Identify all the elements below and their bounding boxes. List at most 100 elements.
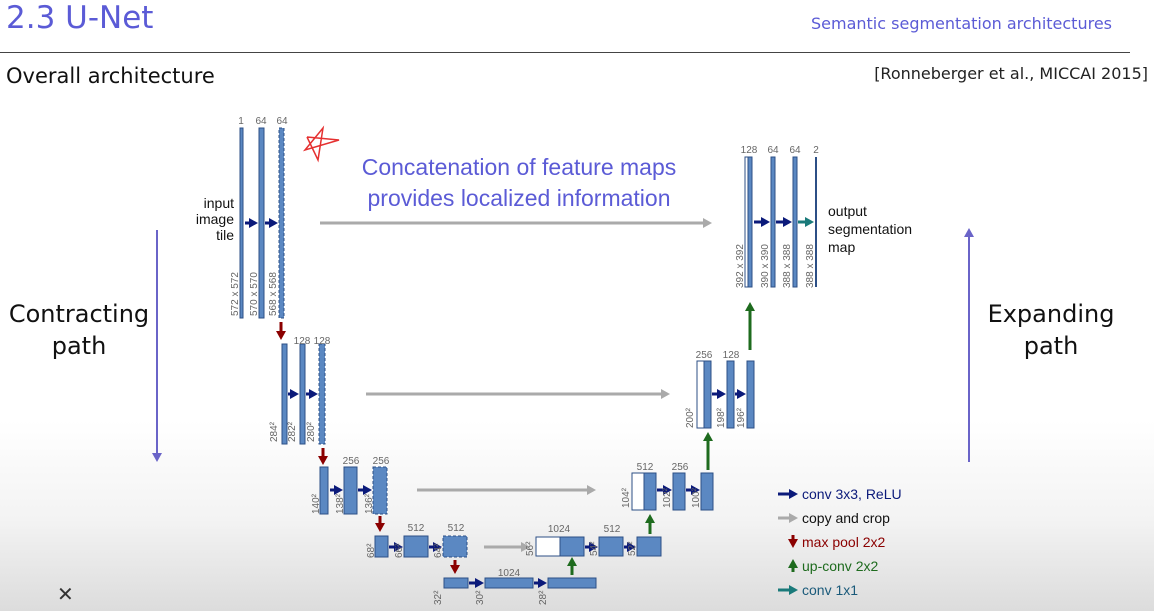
size-label: 200² — [685, 407, 696, 428]
legend-arrow-icon — [789, 513, 798, 523]
size-label: 570 x 570 — [249, 272, 260, 316]
channel-count-label: 64 — [767, 145, 779, 156]
channel-count-label: 512 — [408, 523, 425, 534]
conv-arrow — [538, 578, 547, 588]
conv-arrow — [433, 542, 442, 552]
output-label: output — [828, 203, 867, 219]
input-tile-block — [239, 127, 244, 319]
channel-count-label: 512 — [604, 524, 621, 535]
size-label: 282² — [287, 421, 298, 442]
feature-map-block — [374, 535, 389, 558]
feature-map-block — [403, 535, 429, 558]
upconv-arrow — [703, 432, 713, 441]
size-label: 572 x 572 — [230, 272, 241, 316]
feature-map-block — [700, 472, 714, 511]
conv-arrow — [249, 218, 258, 228]
feature-map-block — [319, 466, 329, 515]
annotation-line: Concatenation of feature maps — [362, 154, 677, 180]
feature-map-block — [636, 536, 662, 557]
size-label: 388 x 388 — [805, 244, 816, 288]
legend-arrow-icon — [789, 585, 798, 595]
channel-count-label: 1024 — [548, 524, 571, 535]
channel-count-label: 512 — [637, 462, 654, 473]
feature-map-block — [792, 156, 798, 288]
contracting-direction-arrow — [152, 453, 162, 462]
maxpool-arrow — [276, 331, 286, 340]
size-label: 102² — [662, 487, 673, 508]
feature-map-block — [643, 472, 657, 511]
upconv-arrow — [645, 514, 655, 523]
copy-arrow — [661, 389, 670, 399]
feature-map-block — [278, 127, 285, 319]
size-label: 138² — [335, 493, 346, 514]
input-label: input — [204, 195, 234, 211]
legend-upconv-icon — [788, 559, 798, 568]
upconv-arrow — [567, 557, 577, 566]
channel-count-label: 256 — [373, 456, 390, 467]
feature-map-block — [770, 156, 776, 288]
size-label: 284² — [269, 421, 280, 442]
size-label: 392 x 392 — [735, 244, 746, 288]
channel-count-label: 64 — [255, 116, 267, 127]
feature-map-block — [343, 466, 358, 515]
feature-map-block — [747, 156, 753, 288]
citation: [Ronneberger et al., MICCAI 2015] — [874, 64, 1148, 83]
cropped-copy-block — [535, 536, 561, 557]
close-button[interactable]: ✕ — [57, 582, 74, 606]
size-label: 30² — [475, 590, 486, 605]
size-label: 198² — [716, 407, 727, 428]
legend-label: conv 3x3, ReLU — [802, 486, 902, 502]
copy-arrow — [521, 542, 530, 552]
upconv-arrow — [745, 302, 755, 311]
conv-arrow — [691, 485, 700, 495]
channel-count-label: 256 — [696, 350, 713, 361]
conv-arrow — [363, 485, 372, 495]
channel-count-label: 128 — [294, 336, 311, 347]
conv1x1-arrow — [805, 217, 814, 227]
feature-map-block — [442, 535, 468, 558]
conv-arrow — [663, 485, 672, 495]
header-divider — [0, 52, 1130, 53]
section-label: Semantic segmentation architectures — [811, 14, 1112, 33]
feature-map-block — [318, 343, 326, 445]
conv-arrow — [309, 389, 318, 399]
conv-arrow — [475, 578, 484, 588]
left-label-line: Contracting — [8, 300, 150, 328]
feature-map-block — [703, 360, 712, 429]
conv-arrow — [269, 218, 278, 228]
cropped-copy-block — [631, 472, 645, 511]
feature-map-block — [559, 536, 585, 557]
conv-arrow — [394, 542, 403, 552]
legend-label: copy and crop — [802, 510, 890, 526]
size-label: 100² — [691, 487, 702, 508]
annotation-line: provides localized information — [368, 185, 671, 211]
size-label: 28² — [538, 590, 549, 605]
channel-count-label: 1 — [238, 116, 244, 127]
size-label: 136² — [364, 493, 375, 514]
channel-count-label: 128 — [723, 350, 740, 361]
channel-count-label: 512 — [448, 523, 465, 534]
size-label: 56² — [525, 541, 536, 556]
feature-map-block — [299, 343, 306, 445]
size-label: 54² — [589, 541, 600, 556]
legend-arrow-icon — [789, 489, 798, 499]
size-label: 32² — [433, 590, 444, 605]
legend-label: conv 1x1 — [802, 582, 858, 598]
conv-arrow — [761, 217, 770, 227]
feature-map-block — [443, 577, 469, 589]
conv-arrow — [334, 485, 343, 495]
channel-count-label: 256 — [672, 462, 689, 473]
channel-count-label: 128 — [314, 336, 331, 347]
channel-count-label: 256 — [343, 456, 360, 467]
conv-arrow — [290, 389, 299, 399]
size-label: 280² — [306, 421, 317, 442]
size-label: 104² — [621, 487, 632, 508]
feature-map-block — [372, 466, 388, 515]
feature-map-block — [672, 472, 686, 511]
size-label: 68² — [366, 543, 377, 558]
size-label: 66² — [394, 543, 405, 558]
cropped-copy-block — [696, 360, 705, 429]
slide-title: 2.3 U-Net — [6, 0, 154, 36]
